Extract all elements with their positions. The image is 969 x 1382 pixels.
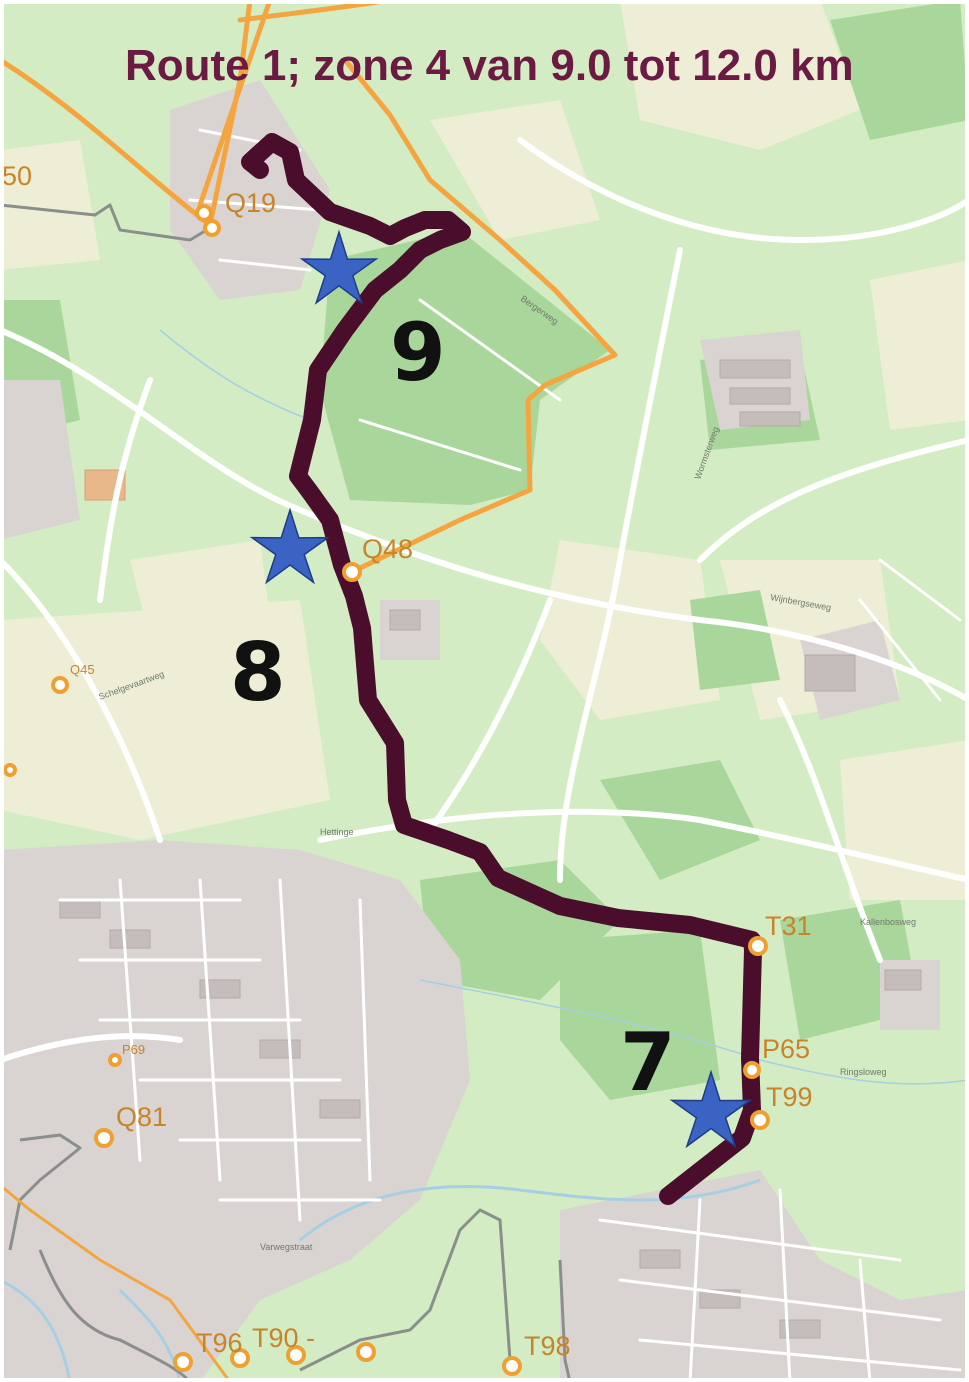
node-label-Q48: Q48: [362, 534, 413, 564]
node-label-T99: T99: [766, 1082, 813, 1112]
star-north-icon: [299, 229, 379, 305]
node-labels: Q19 Q48 T31 P65 T99 Q81 T96 T90 - T98 Q4…: [2, 161, 813, 1361]
node-label-Q45: Q45: [70, 662, 95, 677]
node-label-T90: T90 -: [252, 1323, 315, 1353]
node-marker-Q48: [342, 562, 362, 582]
road-network: [0, 128, 969, 1382]
node-label-P69: P69: [122, 1042, 145, 1057]
node-label-P65: P65: [762, 1034, 810, 1064]
star-south-icon: [669, 1069, 753, 1149]
node-marker-P65: [743, 1061, 761, 1079]
walking-route: [241, 133, 762, 1205]
km-marker-7: 7: [620, 1016, 676, 1109]
secondary-paths: [0, 203, 572, 1382]
node-marker-Q47: [3, 763, 17, 777]
node-marker-P69: [108, 1053, 122, 1067]
node-label-edge: 50: [2, 161, 32, 191]
km-marker-9: 9: [390, 306, 446, 399]
node-marker-T31: [748, 936, 768, 956]
node-label-Q81: Q81: [116, 1102, 167, 1132]
svg-text:Varwegstraat: Varwegstraat: [260, 1242, 313, 1252]
node-markers: [3, 204, 770, 1376]
node-marker-Q19b: [203, 219, 221, 237]
node-label-Q19: Q19: [225, 188, 276, 218]
node-label-T31: T31: [765, 911, 812, 941]
node-marker-T99: [750, 1110, 770, 1130]
km-stars: [249, 229, 753, 1149]
svg-text:Ringsloweg: Ringsloweg: [840, 1067, 887, 1077]
node-marker-Q45: [51, 676, 69, 694]
svg-text:Kallenbosweg: Kallenbosweg: [860, 917, 916, 927]
node-marker-T90b: [286, 1345, 306, 1365]
star-middle-icon: [249, 507, 331, 585]
node-marker-T90: [230, 1348, 250, 1368]
node-marker-Q81: [94, 1128, 114, 1148]
node-label-T96: T96: [196, 1328, 243, 1358]
km-marker-8: 8: [230, 626, 286, 719]
node-marker-T96: [173, 1352, 193, 1372]
map-title: Route 1; zone 4 van 9.0 tot 12.0 km: [125, 41, 854, 90]
node-label-T98: T98: [524, 1331, 571, 1361]
svg-text:Hettinge: Hettinge: [320, 827, 354, 837]
node-marker-Q19: [195, 204, 213, 222]
node-marker-T90c: [356, 1342, 376, 1362]
node-marker-T98: [502, 1356, 522, 1376]
